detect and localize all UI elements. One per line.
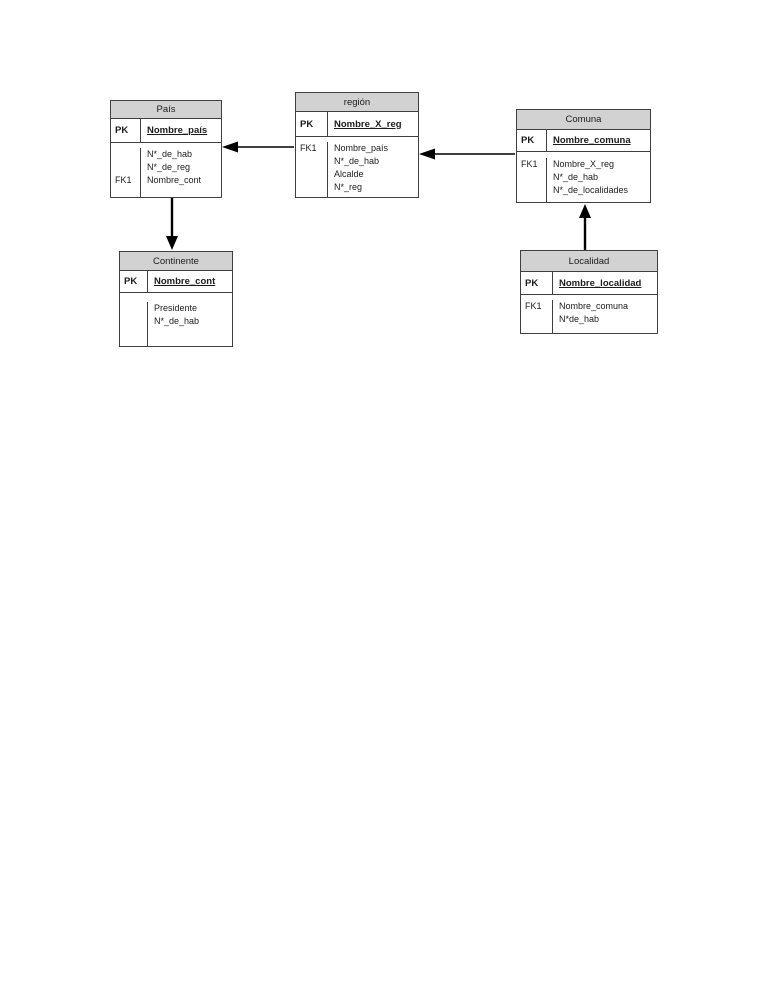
entity-table-localidad: Localidad PK Nombre_localidad FK1 Nombre… bbox=[520, 250, 658, 334]
attribute: N*de_hab bbox=[559, 314, 600, 324]
attribute: Nombre_comuna bbox=[559, 301, 629, 311]
pk-attribute: Nombre_cont bbox=[154, 276, 216, 287]
key-label: FK1 bbox=[525, 301, 542, 311]
attribute: Alcalde bbox=[334, 169, 364, 179]
arrowhead-up-icon bbox=[579, 204, 591, 218]
entity-title: Continente bbox=[120, 252, 232, 271]
key-label bbox=[300, 155, 327, 168]
entity-table-continente: Continente PK Nombre_cont Presidente N*_… bbox=[119, 251, 233, 347]
entity-table-pais: País PK Nombre_país FK1 N*_de_hab N*_de_… bbox=[110, 100, 222, 198]
key-label bbox=[300, 168, 327, 181]
key-label bbox=[521, 171, 546, 184]
key-label: FK1 bbox=[521, 159, 538, 169]
entity-table-comuna: Comuna PK Nombre_comuna FK1 Nombre_X_reg… bbox=[516, 109, 651, 203]
attribute: N*_de_hab bbox=[553, 172, 599, 182]
key-label bbox=[124, 315, 147, 328]
arrowhead-left-icon bbox=[222, 141, 238, 153]
relationship-pais-continente bbox=[166, 198, 178, 250]
attribute: N*_de_localidades bbox=[553, 185, 629, 195]
attribute: N*_reg bbox=[334, 182, 363, 192]
relationship-region-pais bbox=[222, 141, 294, 153]
pk-attribute: Nombre_localidad bbox=[559, 277, 642, 289]
pk-attribute: Nombre_comuna bbox=[553, 135, 631, 146]
pk-label: PK bbox=[120, 271, 148, 292]
entity-title: Comuna bbox=[517, 110, 650, 130]
attribute: Presidente bbox=[154, 303, 198, 313]
pk-label: PK bbox=[111, 119, 141, 142]
relationship-comuna-region bbox=[419, 148, 515, 160]
attribute: Nombre_X_reg bbox=[553, 159, 615, 169]
attribute: N*_de_hab bbox=[334, 156, 380, 166]
entity-title: País bbox=[111, 101, 221, 119]
attribute: N*_de_hab bbox=[154, 316, 200, 326]
key-label: FK1 bbox=[115, 175, 132, 185]
key-label bbox=[525, 313, 552, 326]
key-label bbox=[521, 184, 546, 197]
attribute: Nombre_cont bbox=[147, 175, 202, 185]
key-label bbox=[124, 302, 147, 315]
entity-table-region: región PK Nombre_X_reg FK1 Nombre_país N… bbox=[295, 92, 419, 198]
pk-label: PK bbox=[517, 130, 547, 151]
attribute: Nombre_país bbox=[334, 143, 389, 153]
key-label bbox=[300, 181, 327, 194]
entity-title: Localidad bbox=[521, 251, 657, 272]
relationship-localidad-comuna bbox=[579, 204, 591, 250]
pk-attribute: Nombre_X_reg bbox=[334, 118, 402, 130]
key-label bbox=[115, 161, 140, 174]
key-label bbox=[115, 148, 140, 161]
attribute: N*_de_hab bbox=[147, 149, 193, 159]
arrowhead-down-icon bbox=[166, 236, 178, 250]
key-label: FK1 bbox=[300, 143, 317, 153]
entity-title: región bbox=[296, 93, 418, 112]
pk-label: PK bbox=[296, 112, 328, 136]
arrowhead-left-icon bbox=[419, 148, 435, 160]
pk-attribute: Nombre_país bbox=[147, 125, 208, 136]
pk-label: PK bbox=[521, 272, 553, 294]
attribute: N*_de_reg bbox=[147, 162, 191, 172]
